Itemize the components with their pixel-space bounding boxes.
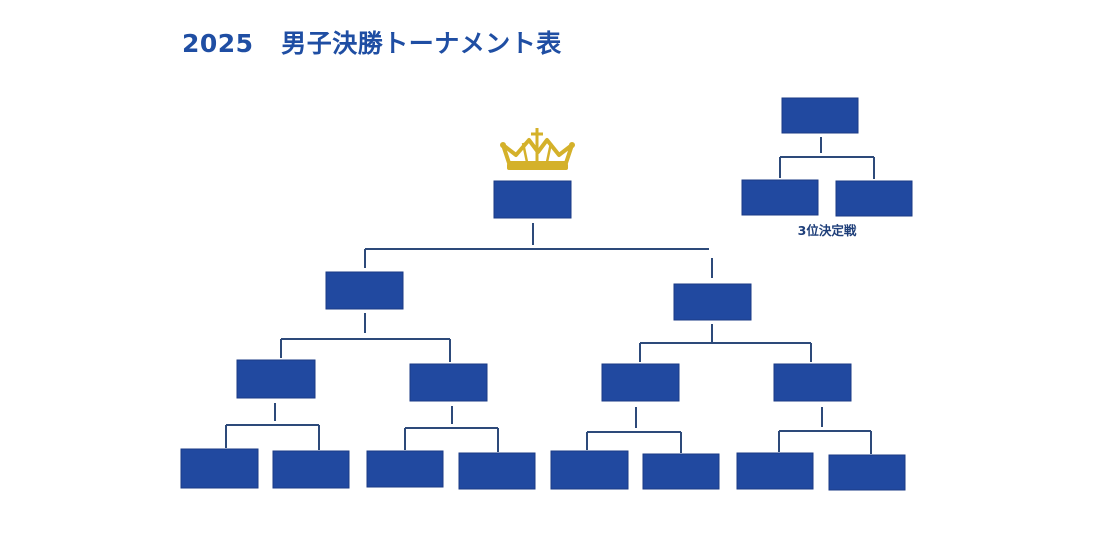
champion-slot	[493, 180, 572, 219]
round1-slot-4	[458, 452, 536, 490]
crown-icon	[500, 128, 575, 170]
round1-slot-8	[828, 454, 906, 491]
round1-slot-1	[180, 448, 259, 489]
third-place-slot-left	[741, 179, 819, 216]
title-year: 2025	[182, 29, 254, 58]
third-place-label: 3位決定戦	[798, 223, 857, 238]
page-title: 2025 男子決勝トーナメント表	[182, 24, 562, 60]
round1-slot-7	[736, 452, 814, 490]
semifinal-slot-left	[325, 271, 404, 310]
title-text: 男子決勝トーナメント表	[281, 29, 562, 58]
round1-slot-5	[550, 450, 629, 490]
round1-slot-2	[272, 450, 350, 489]
semifinal-slot-right	[673, 283, 752, 321]
third-place-winner-slot	[781, 97, 859, 134]
round1-slot-6	[642, 453, 720, 490]
third-place-slot-right	[835, 180, 913, 217]
quarterfinal-slot-1	[236, 359, 316, 399]
quarterfinal-slot-4	[773, 363, 852, 402]
quarterfinal-slot-2	[409, 363, 488, 402]
quarterfinal-slot-3	[601, 363, 680, 402]
round1-slot-3	[366, 450, 444, 488]
